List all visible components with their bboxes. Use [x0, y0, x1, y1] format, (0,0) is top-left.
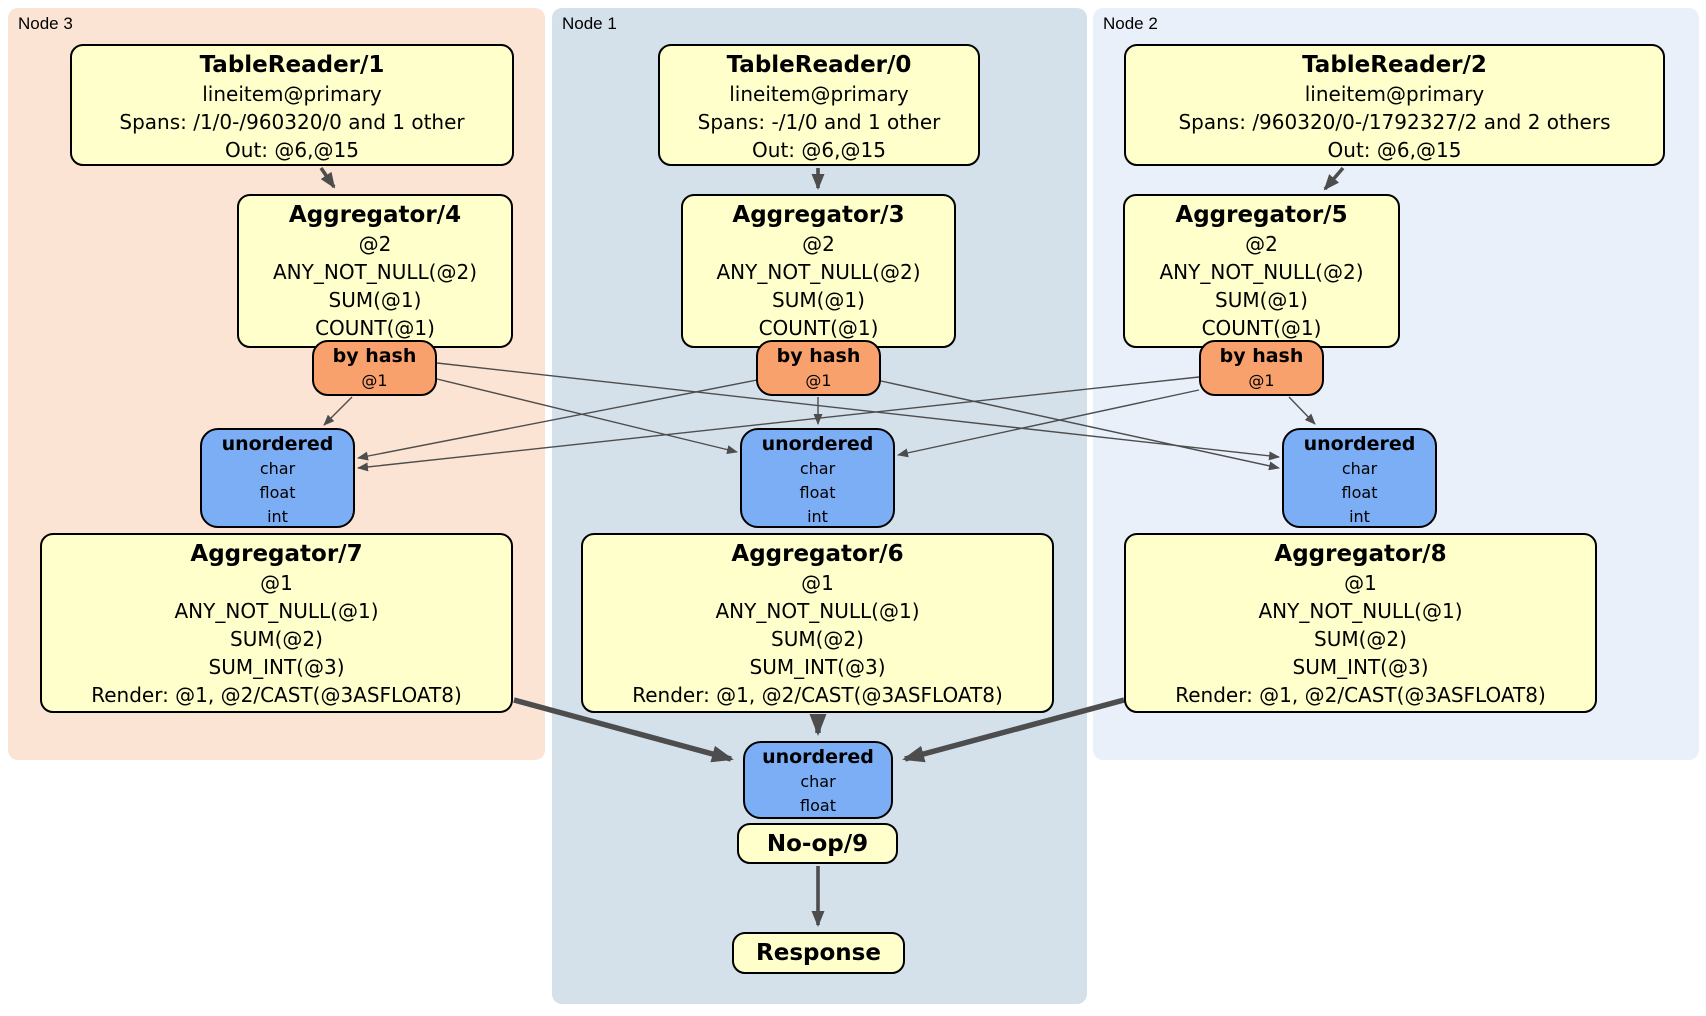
processor-tablereader-2: TableReader/2 lineitem@primary Spans: /9… — [1124, 44, 1665, 166]
processor-spans: Spans: -/1/0 and 1 other — [697, 110, 941, 134]
sync-col-type: float — [259, 483, 296, 502]
sync-col-type: char — [799, 459, 836, 478]
processor-group-cols: @1 — [801, 571, 834, 595]
processor-out: Out: @6,@15 — [752, 138, 886, 162]
sync-unordered-node3: unordered char float int — [200, 428, 355, 528]
processor-agg-fn: ANY_NOT_NULL(@2) — [273, 260, 477, 284]
processor-agg-fn: COUNT(@1) — [758, 316, 879, 340]
router-title: by hash — [1219, 345, 1304, 367]
sync-col-type: char — [259, 459, 296, 478]
router-by-hash-node1: by hash @1 — [756, 340, 881, 396]
processor-out: Out: @6,@15 — [1327, 138, 1462, 162]
sync-col-type: int — [267, 507, 288, 526]
processor-title: TableReader/2 — [1302, 52, 1487, 78]
processor-agg-fn: COUNT(@1) — [315, 316, 435, 340]
sync-unordered-node2: unordered char float int — [1282, 428, 1437, 528]
processor-agg-fn: ANY_NOT_NULL(@1) — [174, 599, 379, 623]
sync-col-type: int — [1349, 507, 1370, 526]
processor-agg-fn: SUM(@2) — [1314, 627, 1407, 651]
processor-title: Aggregator/5 — [1175, 202, 1348, 228]
processor-title: Aggregator/7 — [190, 541, 363, 567]
processor-title: Response — [756, 940, 881, 966]
processor-agg-fn: SUM_INT(@3) — [208, 655, 345, 679]
processor-spans: Spans: /1/0-/960320/0 and 1 other — [119, 110, 465, 134]
processor-agg-fn: ANY_NOT_NULL(@2) — [716, 260, 921, 284]
region-node-1-label: Node 1 — [562, 14, 617, 33]
processor-aggregator-3: Aggregator/3 @2 ANY_NOT_NULL(@2) SUM(@1)… — [681, 194, 956, 348]
sync-col-type: int — [807, 507, 828, 526]
processor-index: lineitem@primary — [202, 82, 382, 106]
processor-group-cols: @2 — [358, 232, 392, 256]
processor-group-cols: @1 — [1344, 571, 1377, 595]
sync-col-type: float — [799, 483, 836, 502]
processor-agg-fn: ANY_NOT_NULL(@1) — [1258, 599, 1463, 623]
processor-title: Aggregator/6 — [731, 541, 904, 567]
processor-aggregator-7: Aggregator/7 @1 ANY_NOT_NULL(@1) SUM(@2)… — [40, 533, 513, 713]
sync-title: unordered — [762, 746, 874, 768]
processor-render-expr: Render: @1, @2/CAST(@3ASFLOAT8) — [91, 683, 462, 707]
processor-index: lineitem@primary — [1304, 82, 1485, 106]
sync-col-type: float — [1341, 483, 1378, 502]
processor-group-cols: @1 — [260, 571, 293, 595]
processor-agg-fn: ANY_NOT_NULL(@1) — [715, 599, 920, 623]
processor-title: Aggregator/4 — [288, 202, 462, 228]
processor-title: TableReader/1 — [199, 52, 385, 78]
processor-title: Aggregator/3 — [732, 202, 905, 228]
processor-aggregator-5: Aggregator/5 @2 ANY_NOT_NULL(@2) SUM(@1)… — [1123, 194, 1400, 348]
processor-agg-fn: COUNT(@1) — [1201, 316, 1322, 340]
processor-aggregator-8: Aggregator/8 @1 ANY_NOT_NULL(@1) SUM(@2)… — [1124, 533, 1597, 713]
sync-unordered-node1: unordered char float int — [740, 428, 895, 528]
sync-col-type: char — [800, 772, 836, 791]
processor-index: lineitem@primary — [729, 82, 909, 106]
router-cols: @1 — [361, 371, 388, 390]
processor-agg-fn: SUM_INT(@3) — [749, 655, 886, 679]
processor-tablereader-0: TableReader/0 lineitem@primary Spans: -/… — [658, 44, 980, 166]
processor-aggregator-4: Aggregator/4 @2 ANY_NOT_NULL(@2) SUM(@1)… — [237, 194, 513, 348]
processor-title: Aggregator/8 — [1274, 541, 1447, 567]
processor-agg-fn: SUM(@2) — [771, 627, 864, 651]
router-title: by hash — [332, 345, 417, 367]
processor-agg-fn: SUM_INT(@3) — [1292, 655, 1429, 679]
sync-col-type: float — [800, 796, 836, 815]
router-by-hash-node3: by hash @1 — [312, 340, 437, 396]
router-cols: @1 — [805, 371, 832, 390]
router-cols: @1 — [1248, 371, 1275, 390]
sync-unordered-final: unordered char float — [743, 741, 893, 819]
region-node-3-label: Node 3 — [18, 14, 73, 33]
processor-agg-fn: SUM(@1) — [1215, 288, 1308, 312]
processor-title: TableReader/0 — [726, 52, 912, 78]
processor-agg-fn: SUM(@2) — [230, 627, 323, 651]
sync-title: unordered — [761, 433, 874, 455]
processor-tablereader-1: TableReader/1 lineitem@primary Spans: /1… — [70, 44, 514, 166]
region-node-2-label: Node 2 — [1103, 14, 1158, 33]
sync-title: unordered — [221, 433, 334, 455]
processor-agg-fn: SUM(@1) — [772, 288, 865, 312]
processor-render-expr: Render: @1, @2/CAST(@3ASFLOAT8) — [632, 683, 1003, 707]
sync-title: unordered — [1303, 433, 1416, 455]
processor-group-cols: @2 — [1245, 232, 1278, 256]
processor-spans: Spans: /960320/0-/1792327/2 and 2 others — [1178, 110, 1611, 134]
processor-agg-fn: ANY_NOT_NULL(@2) — [1159, 260, 1364, 284]
processor-render-expr: Render: @1, @2/CAST(@3ASFLOAT8) — [1175, 683, 1546, 707]
processor-response: Response — [732, 932, 905, 974]
router-by-hash-node2: by hash @1 — [1199, 340, 1324, 396]
processor-out: Out: @6,@15 — [225, 138, 359, 162]
processor-aggregator-6: Aggregator/6 @1 ANY_NOT_NULL(@1) SUM(@2)… — [581, 533, 1054, 713]
processor-agg-fn: SUM(@1) — [328, 288, 422, 312]
sync-col-type: char — [1341, 459, 1378, 478]
processor-noop-9: No-op/9 — [737, 823, 898, 864]
processor-title: No-op/9 — [766, 831, 869, 857]
processor-group-cols: @2 — [802, 232, 835, 256]
router-title: by hash — [776, 345, 861, 367]
